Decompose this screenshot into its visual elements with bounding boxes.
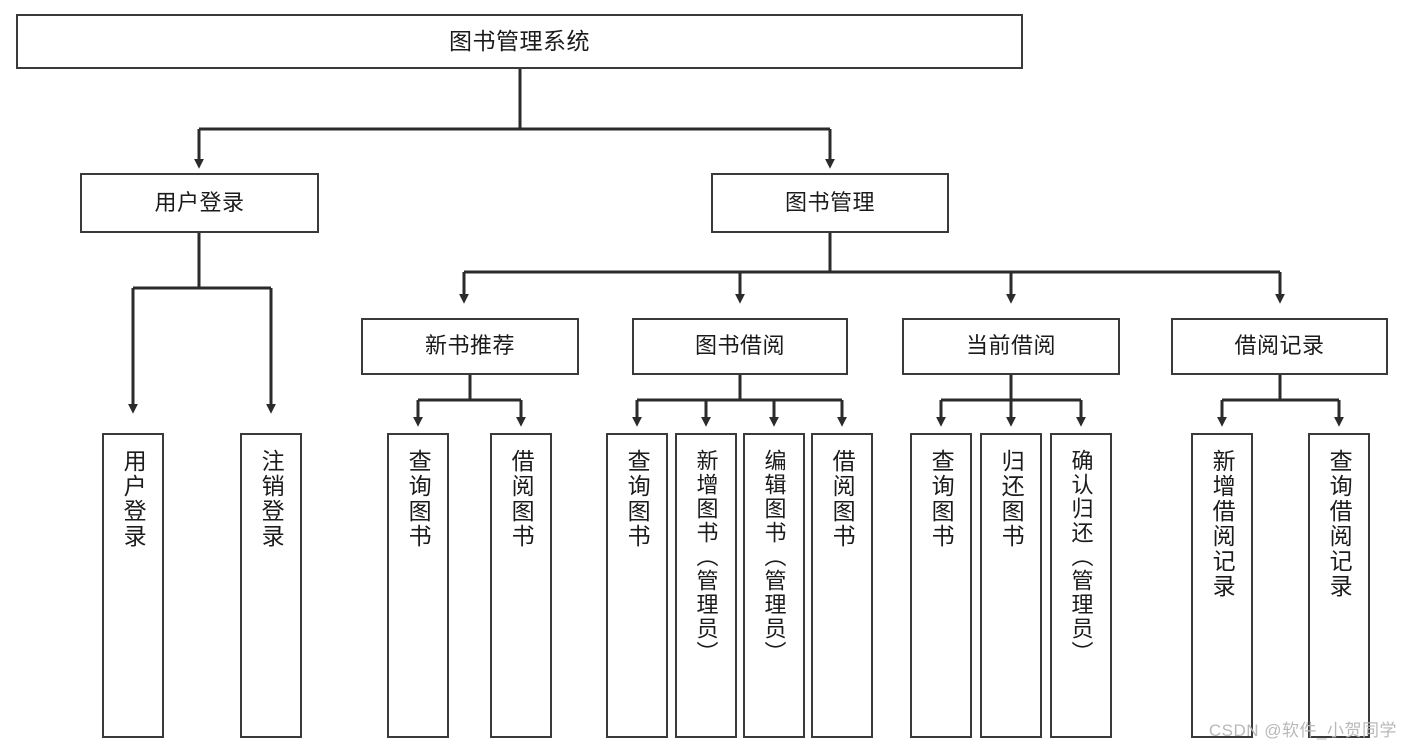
leaf-confirm-return-admin-label: 确认归还（管理员） (1068, 449, 1094, 665)
node-book-borrow[interactable]: 图书借阅 (632, 318, 848, 375)
leaf-confirm-return-admin[interactable]: 确认归还（管理员） (1050, 433, 1112, 738)
leaf-edit-book-admin[interactable]: 编辑图书（管理员） (743, 433, 805, 738)
leaf-query-borrow-record[interactable]: 查询借阅记录 (1308, 433, 1370, 738)
leaf-add-book-admin-label: 新增图书（管理员） (693, 449, 719, 665)
node-book-management[interactable]: 图书管理 (711, 173, 949, 233)
node-new-book-recommend-label: 新书推荐 (424, 333, 515, 359)
node-current-borrow-label: 当前借阅 (965, 333, 1056, 359)
leaf-add-borrow-record[interactable]: 新增借阅记录 (1191, 433, 1253, 738)
leaf-query-book-current-label: 查询图书 (928, 449, 955, 549)
leaf-edit-book-admin-label: 编辑图书（管理员） (761, 449, 787, 665)
leaf-return-book[interactable]: 归还图书 (980, 433, 1042, 738)
node-book-borrow-label: 图书借阅 (694, 333, 785, 359)
leaf-add-borrow-record-label: 新增借阅记录 (1209, 449, 1236, 599)
leaf-logout[interactable]: 注销登录 (240, 433, 302, 738)
leaf-query-book-borrow-label: 查询图书 (624, 449, 651, 549)
leaf-logout-label: 注销登录 (258, 449, 285, 549)
leaf-return-book-label: 归还图书 (998, 449, 1025, 549)
node-user-login-label: 用户登录 (154, 189, 245, 215)
leaf-query-book-borrow[interactable]: 查询图书 (606, 433, 668, 738)
leaf-user-login-label: 用户登录 (120, 449, 147, 549)
leaf-add-book-admin[interactable]: 新增图书（管理员） (675, 433, 737, 738)
node-user-login[interactable]: 用户登录 (80, 173, 319, 233)
leaf-query-book-recommend[interactable]: 查询图书 (387, 433, 449, 738)
leaf-borrow-book-recommend-label: 借阅图书 (508, 449, 535, 549)
node-root[interactable]: 图书管理系统 (16, 14, 1023, 69)
node-new-book-recommend[interactable]: 新书推荐 (361, 318, 579, 375)
leaf-borrow-book-borrow-label: 借阅图书 (829, 449, 856, 549)
leaf-borrow-book-recommend[interactable]: 借阅图书 (490, 433, 552, 738)
node-borrow-record-label: 借阅记录 (1234, 333, 1325, 359)
leaf-query-book-current[interactable]: 查询图书 (910, 433, 972, 738)
node-root-label: 图书管理系统 (449, 27, 590, 54)
node-book-management-label: 图书管理 (784, 189, 875, 215)
leaf-query-borrow-record-label: 查询借阅记录 (1326, 449, 1353, 599)
node-borrow-record[interactable]: 借阅记录 (1171, 318, 1388, 375)
node-current-borrow[interactable]: 当前借阅 (902, 318, 1120, 375)
leaf-borrow-book-borrow[interactable]: 借阅图书 (811, 433, 873, 738)
leaf-user-login[interactable]: 用户登录 (102, 433, 164, 738)
leaf-query-book-recommend-label: 查询图书 (405, 449, 432, 549)
watermark: CSDN @软件_小贺同学 (1208, 721, 1397, 740)
